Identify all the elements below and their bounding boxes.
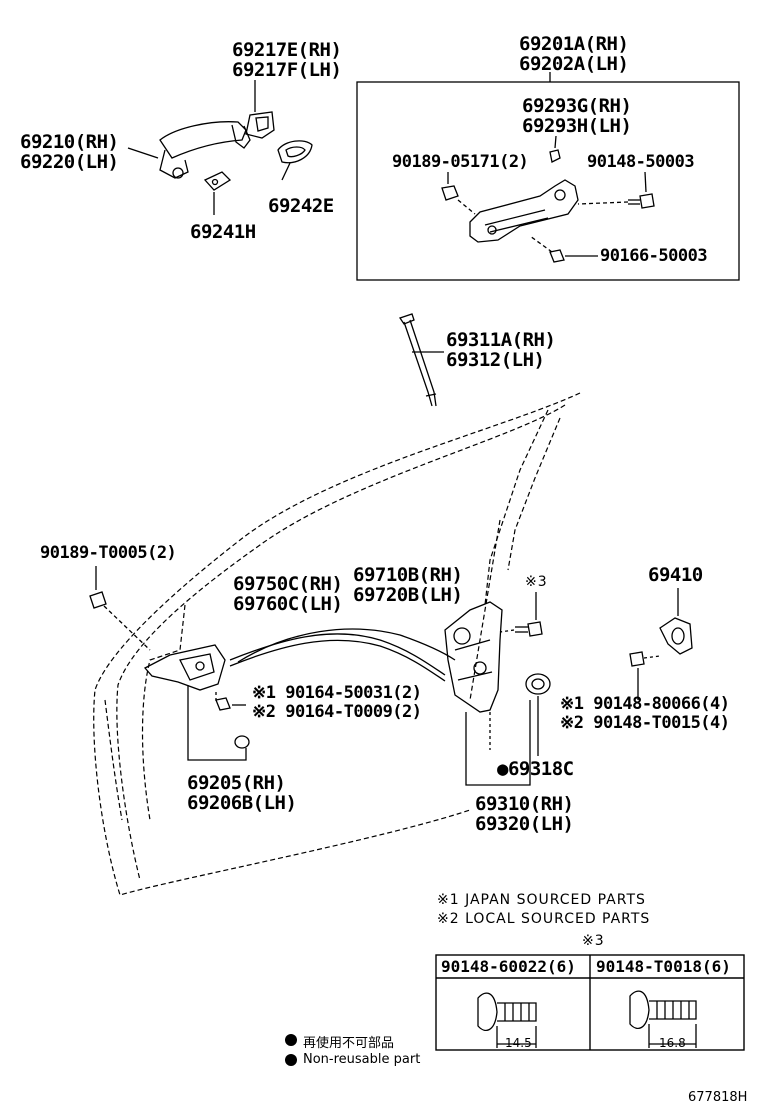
inside-handle-icon bbox=[143, 644, 226, 691]
screw-90189-icon bbox=[441, 185, 459, 201]
striker-icon bbox=[659, 617, 693, 655]
table-mark3: ※3 bbox=[582, 933, 605, 949]
label-69241h: 69241H bbox=[190, 221, 256, 243]
bullet-icon bbox=[285, 1034, 297, 1046]
bolt-90148-80066-icon bbox=[629, 651, 661, 667]
handle-cover-icon bbox=[245, 111, 275, 139]
cable-icon bbox=[229, 628, 456, 682]
label-69710-rh: 69710B(RH) bbox=[353, 564, 463, 586]
bushing-icon bbox=[234, 735, 250, 749]
bolt-x3-icon bbox=[515, 621, 543, 637]
seal-icon bbox=[525, 673, 551, 695]
pad-69242-icon bbox=[277, 140, 313, 164]
pad-69241-icon bbox=[203, 171, 232, 191]
label-69217-rh: 69217E(RH) bbox=[232, 39, 342, 61]
label-69320-lh: 69320(LH) bbox=[475, 813, 574, 835]
label-69720-lh: 69720B(LH) bbox=[353, 584, 463, 606]
door-lock-icon bbox=[444, 601, 503, 713]
label-mark3: ※3 bbox=[525, 574, 548, 590]
label-69202-lh: 69202A(LH) bbox=[519, 53, 629, 75]
frame-assembly-icon bbox=[469, 179, 579, 243]
dim-16-8: 16.8 bbox=[659, 1036, 686, 1050]
screw-90164-icon bbox=[215, 697, 246, 711]
outside-handle-icon bbox=[159, 121, 251, 179]
label-69220-lh: 69220(LH) bbox=[20, 151, 119, 173]
bolt-90148-icon bbox=[628, 193, 655, 209]
label-90148-80066: ※1 90148-80066(4) bbox=[560, 694, 730, 714]
clip-90189-icon bbox=[89, 591, 107, 609]
table-header-t0018: 90148-T0018(6) bbox=[596, 957, 731, 976]
label-90166-50003: 90166-50003 bbox=[600, 246, 708, 266]
bullet-icon bbox=[285, 1054, 297, 1066]
screw-60022-icon bbox=[477, 992, 537, 1048]
note-japan-sourced: ※1 JAPAN SOURCED PARTS bbox=[437, 892, 646, 908]
reference-code: 677818H bbox=[688, 1090, 748, 1105]
table-header-60022: 90148-60022(6) bbox=[441, 957, 576, 976]
label-69318c: ●69318C bbox=[497, 758, 574, 780]
note-local-sourced: ※2 LOCAL SOURCED PARTS bbox=[437, 911, 651, 927]
label-90189-t0005: 90189-T0005(2) bbox=[40, 543, 177, 563]
label-69410: 69410 bbox=[648, 564, 703, 586]
screw-T0018-icon bbox=[629, 990, 697, 1048]
screw-90166-icon bbox=[549, 249, 565, 263]
label-69312-lh: 69312(LH) bbox=[446, 349, 545, 371]
legend-en: Non-reusable part bbox=[303, 1052, 421, 1067]
label-69750-rh: 69750C(RH) bbox=[233, 573, 343, 595]
label-69311-rh: 69311A(RH) bbox=[446, 329, 556, 351]
label-69293-lh: 69293H(LH) bbox=[522, 115, 632, 137]
label-69217-lh: 69217F(LH) bbox=[232, 59, 342, 81]
label-69760-lh: 69760C(LH) bbox=[233, 593, 343, 615]
label-90148-50003: 90148-50003 bbox=[587, 152, 695, 172]
dim-14-5: 14.5 bbox=[505, 1036, 532, 1050]
label-69210-rh: 69210(RH) bbox=[20, 131, 119, 153]
label-90148-t0015: ※2 90148-T0015(4) bbox=[560, 713, 730, 733]
label-69242e: 69242E bbox=[268, 195, 334, 217]
label-69206b-lh: 69206B(LH) bbox=[187, 792, 297, 814]
lock-rod-icon bbox=[398, 313, 437, 407]
label-69205-rh: 69205(RH) bbox=[187, 772, 286, 794]
label-69310-rh: 69310(RH) bbox=[475, 793, 574, 815]
label-69201-rh: 69201A(RH) bbox=[519, 33, 629, 55]
screw-table bbox=[435, 954, 745, 1051]
legend-jp: 再使用不可部品 bbox=[303, 1036, 395, 1051]
label-90164-50031: ※1 90164-50031(2) bbox=[252, 683, 422, 703]
label-90164-t0009: ※2 90164-T0009(2) bbox=[252, 702, 422, 722]
label-69293-rh: 69293G(RH) bbox=[522, 95, 632, 117]
clip-69293-icon bbox=[549, 149, 561, 163]
label-90189-05171: 90189-05171(2) bbox=[392, 152, 529, 172]
frame-box bbox=[356, 81, 740, 281]
